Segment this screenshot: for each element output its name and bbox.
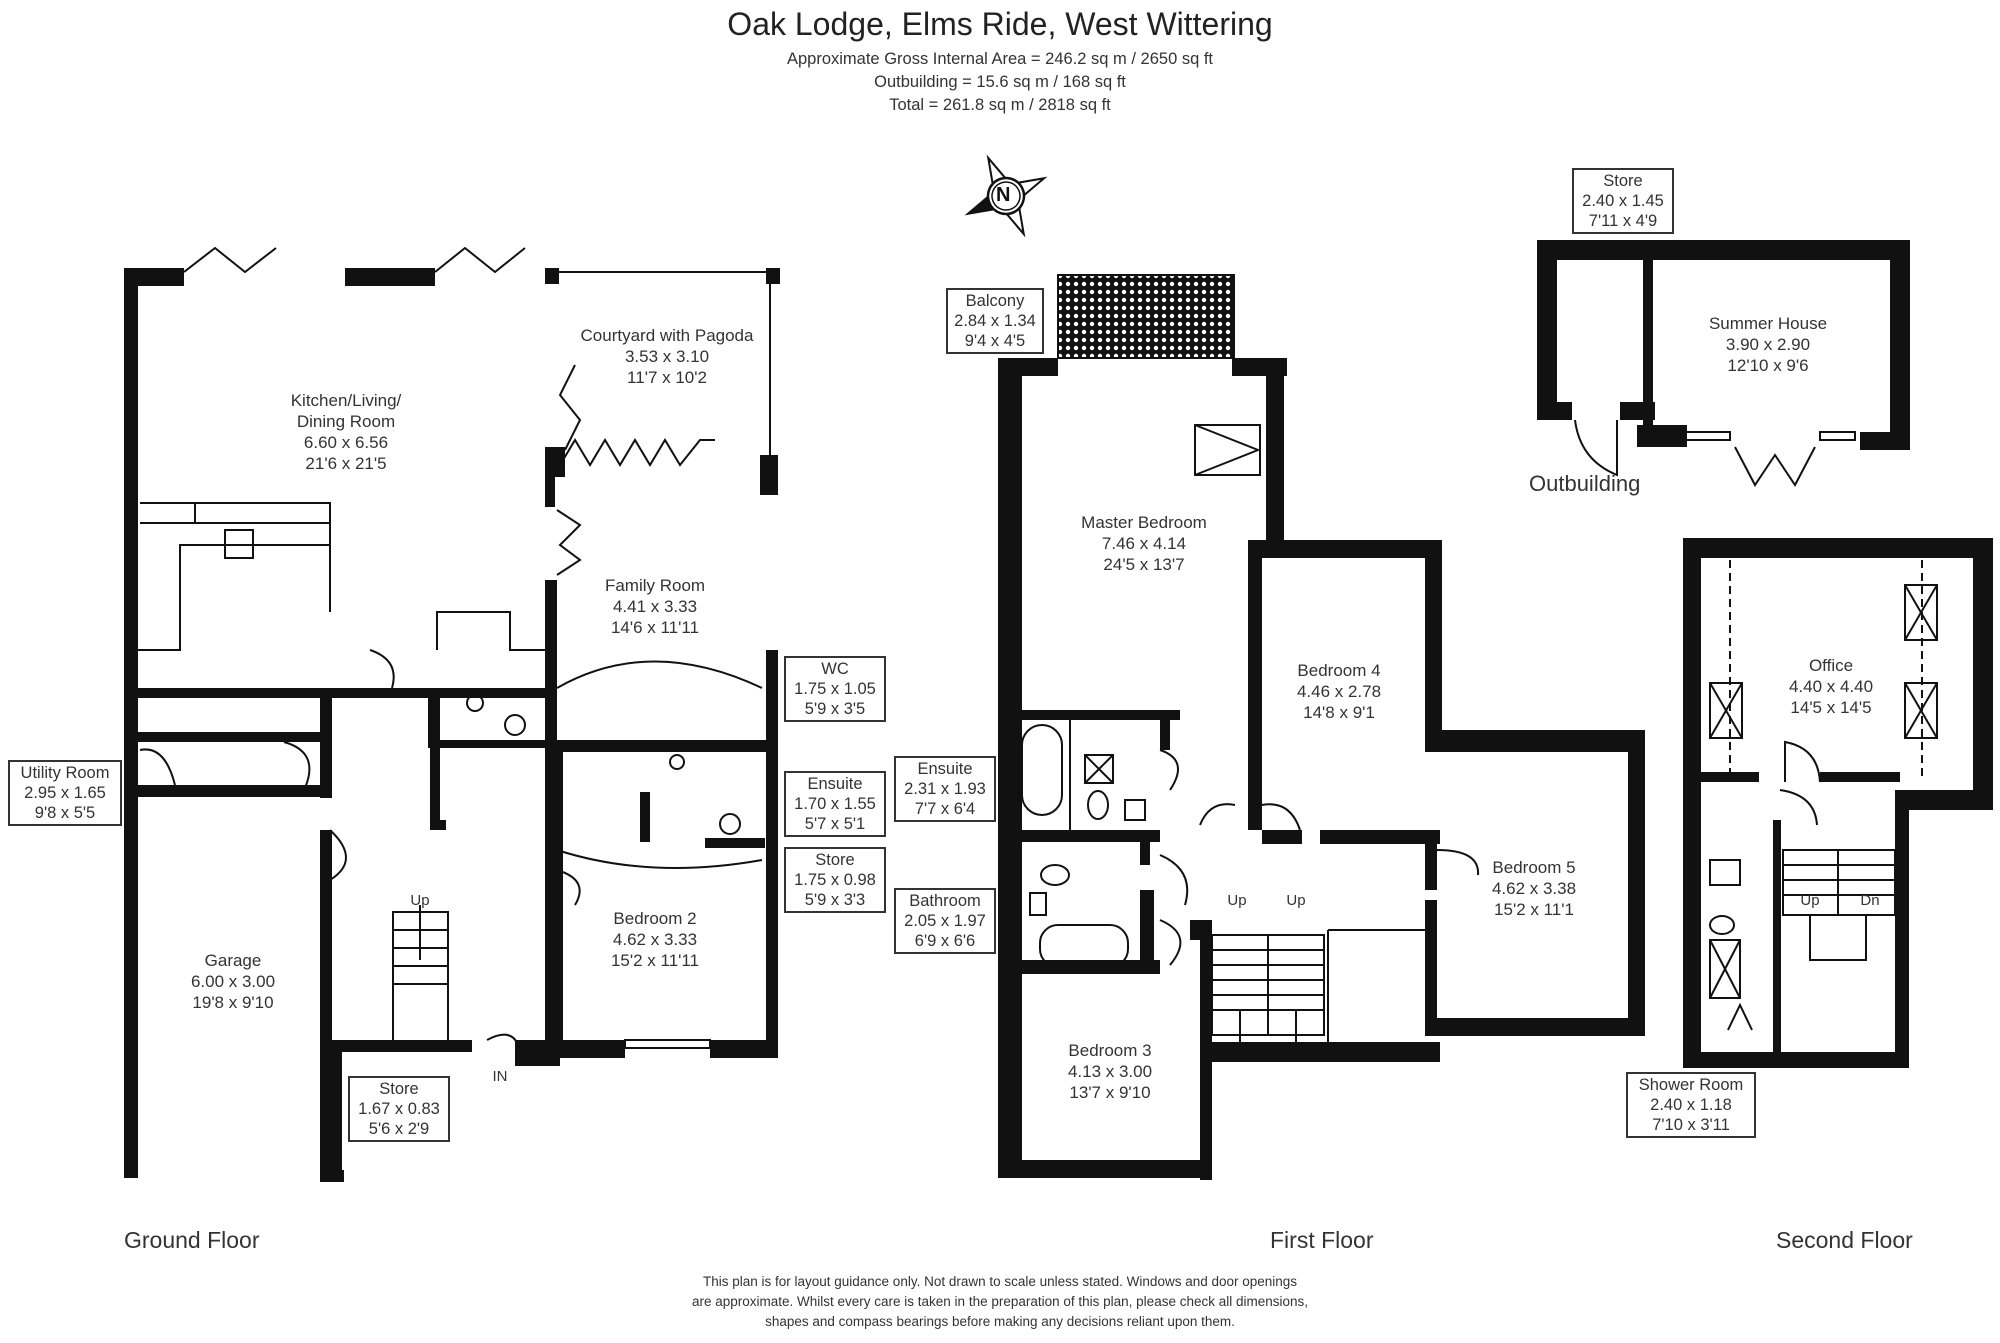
room-garage: Garage 6.00 x 3.00 19'8 x 9'10 bbox=[190, 951, 276, 1012]
entrance-label: IN bbox=[492, 1068, 508, 1085]
room-bedroom-3: Bedroom 3 4.13 x 3.00 13'7 x 9'10 bbox=[1067, 1041, 1153, 1102]
stairs-up-label-first-2: Up bbox=[1286, 892, 1306, 909]
label-store-ground: Store 1.67 x 0.83 5'6 x 2'9 bbox=[348, 1076, 450, 1142]
label-utility-room: Utility Room 2.95 x 1.65 9'8 x 5'5 bbox=[8, 760, 122, 826]
total-area: Total = 261.8 sq m / 2818 sq ft bbox=[889, 96, 1111, 114]
stairs-up-label-second: Up bbox=[1800, 892, 1820, 909]
room-summer-house: Summer House 3.90 x 2.90 12'10 x 9'6 bbox=[1708, 314, 1828, 375]
plan-title: Oak Lodge, Elms Ride, West Wittering bbox=[727, 6, 1273, 42]
label-ensuite-ground: Ensuite 1.70 x 1.55 5'7 x 5'1 bbox=[784, 771, 886, 837]
outbuilding-label: Outbuilding bbox=[1529, 471, 1641, 496]
room-bedroom-4: Bedroom 4 4.46 x 2.78 14'8 x 9'1 bbox=[1296, 661, 1382, 722]
room-bedroom-5: Bedroom 5 4.62 x 3.38 15'2 x 11'1 bbox=[1491, 858, 1577, 919]
label-ensuite-first: Ensuite 2.31 x 1.93 7'7 x 6'4 bbox=[894, 756, 996, 822]
stairs-up-label-first-1: Up bbox=[1227, 892, 1247, 909]
gross-internal-area: Approximate Gross Internal Area = 246.2 … bbox=[786, 50, 1214, 68]
compass-rose-icon bbox=[964, 154, 1048, 238]
floor-label-second: Second Floor bbox=[1776, 1227, 1913, 1253]
room-office: Office 4.40 x 4.40 14'5 x 14'5 bbox=[1788, 656, 1874, 717]
room-master-bedroom: Master Bedroom 7.46 x 4.14 24'5 x 13'7 bbox=[1081, 513, 1207, 574]
label-bathroom: Bathroom 2.05 x 1.97 6'9 x 6'6 bbox=[894, 888, 996, 954]
label-store-ground-2: Store 1.75 x 0.98 5'9 x 3'3 bbox=[784, 847, 886, 913]
room-courtyard-with-pagoda: Courtyard with Pagoda 3.53 x 3.10 11'7 x… bbox=[580, 326, 754, 387]
label-store-outbuilding: Store 2.40 x 1.45 7'11 x 4'9 bbox=[1572, 168, 1674, 234]
room-bedroom-2: Bedroom 2 4.62 x 3.33 15'2 x 11'11 bbox=[610, 909, 700, 970]
room-family-room: Family Room 4.41 x 3.33 14'6 x 11'11 bbox=[604, 576, 706, 637]
stairs-down-label-second: Dn bbox=[1860, 892, 1880, 909]
floor-label-ground: Ground Floor bbox=[124, 1227, 260, 1253]
compass-north-label: N bbox=[996, 184, 1011, 206]
label-balcony: Balcony 2.84 x 1.34 9'4 x 4'5 bbox=[946, 288, 1044, 354]
floor-label-first: First Floor bbox=[1270, 1227, 1374, 1253]
disclaimer: This plan is for layout guidance only. N… bbox=[691, 1274, 1309, 1329]
outbuilding-area: Outbuilding = 15.6 sq m / 168 sq ft bbox=[874, 73, 1126, 91]
room-kitchen-living-dining: Kitchen/Living/ Dining Room 6.60 x 6.56 … bbox=[290, 391, 402, 473]
label-wc: WC 1.75 x 1.05 5'9 x 3'5 bbox=[784, 656, 886, 722]
stairs-up-label-ground: Up bbox=[410, 892, 430, 909]
label-shower-room: Shower Room 2.40 x 1.18 7'10 x 3'11 bbox=[1626, 1072, 1756, 1138]
